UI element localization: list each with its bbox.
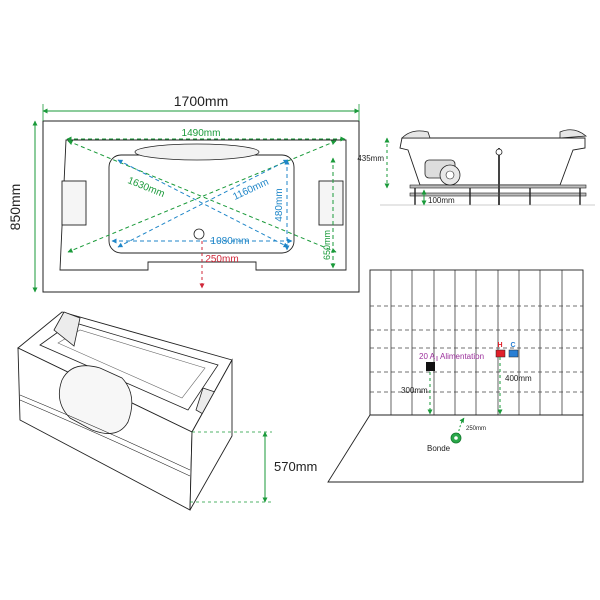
hot-label: H xyxy=(497,342,502,349)
top-drain xyxy=(193,228,205,240)
left-pillow xyxy=(61,180,87,226)
side-width-label: 650mm xyxy=(322,230,332,260)
floor-drain-offset-label: 250mm xyxy=(466,426,486,432)
tub-inner-rim xyxy=(59,139,347,271)
side-headrest-left xyxy=(401,130,431,139)
pump-motor-icon xyxy=(424,159,461,186)
side-view: 435mm 100mm xyxy=(357,129,595,206)
cold-water-inlet xyxy=(508,349,519,358)
floor-drain-center xyxy=(454,436,458,440)
persp-window-panel xyxy=(58,365,133,434)
installation-view: 20 A Alimentation 300mm H C 400mm 250mm … xyxy=(327,269,584,483)
wall-rows xyxy=(370,305,583,393)
persp-height-label: 570mm xyxy=(274,459,317,474)
basin-depth-label: 480mm xyxy=(274,188,285,221)
top-headrest xyxy=(134,143,260,161)
tub-outer-rim xyxy=(42,120,360,293)
persp-headrest-left xyxy=(53,311,81,347)
persp-stripe xyxy=(19,394,191,471)
side-valve xyxy=(495,148,503,156)
wall-grid xyxy=(390,270,563,415)
leg-height-label: 100mm xyxy=(428,196,455,205)
diagonal-short-label: 1160mm xyxy=(231,177,270,203)
overall-length-label: 1700mm xyxy=(174,93,228,109)
overall-width-label: 850mm xyxy=(7,184,23,231)
right-pillow xyxy=(318,180,344,226)
power-desc: Alimentation xyxy=(440,352,484,361)
dim-diagonal-long-2 xyxy=(67,140,337,253)
persp-stripe xyxy=(19,399,191,477)
hot-water-inlet xyxy=(495,349,506,358)
top-view: 1700mm 850mm 1490mm 1630mm 1160mm 480mm … xyxy=(7,93,360,293)
perspective-view: 570mm xyxy=(17,311,317,511)
power-outlet-icon xyxy=(426,362,435,371)
drain-label: Bonde xyxy=(427,444,451,453)
water-height-label: 400mm xyxy=(505,374,532,383)
side-height-label: 435mm xyxy=(357,154,384,163)
floor-plane xyxy=(327,414,584,483)
power-label: 20 A xyxy=(419,352,436,361)
dim-diagonal-short-2 xyxy=(117,159,289,248)
side-headrest-right xyxy=(559,129,588,139)
power-height-label: 300mm xyxy=(401,386,428,395)
cold-label: C xyxy=(510,342,515,349)
basin-length-label: 1080mm xyxy=(211,236,250,247)
persp-side-face xyxy=(189,358,233,511)
inner-length-label: 1490mm xyxy=(182,128,221,139)
tiled-wall xyxy=(369,269,584,416)
drain-offset-label: 250mm xyxy=(205,254,238,265)
